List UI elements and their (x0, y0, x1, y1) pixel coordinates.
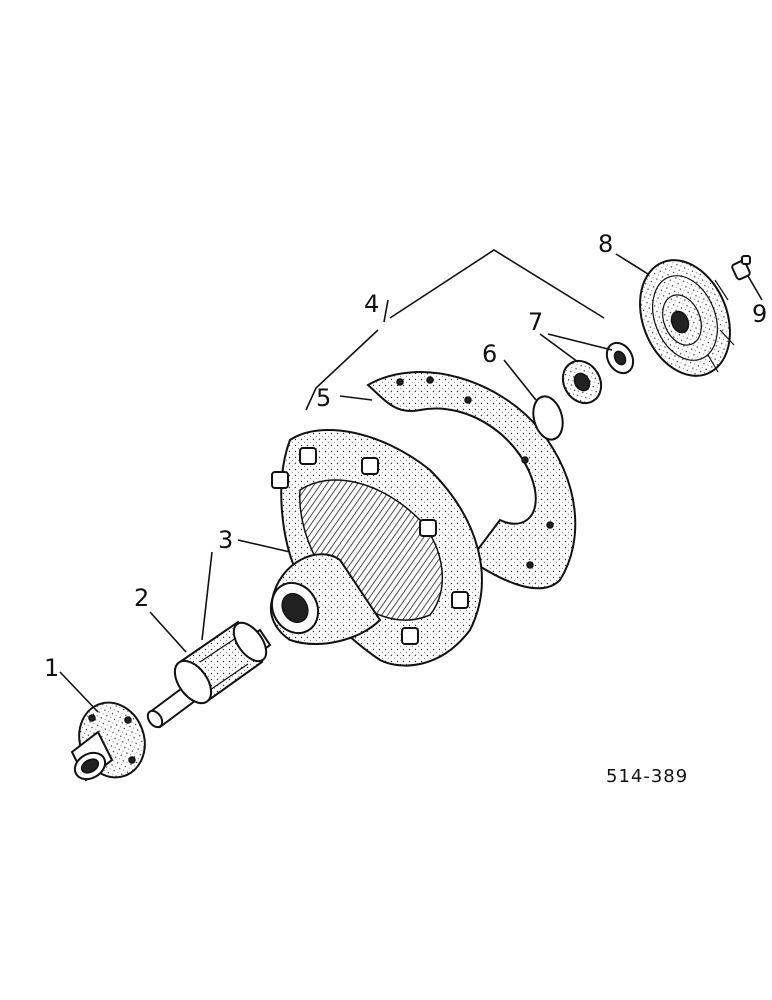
part-6-o-ring (532, 395, 564, 441)
part-3-pump-housing (270, 429, 483, 667)
leader-lines (59, 249, 763, 713)
part-5-gasket (366, 371, 577, 590)
callout-7: 7 (528, 308, 543, 336)
callout-5: 5 (316, 384, 331, 412)
callout-1: 1 (44, 654, 59, 682)
part-9-fitting (731, 255, 751, 281)
part-2-shaft-bearing (146, 620, 272, 729)
housing-bolts (271, 447, 469, 645)
callout-6: 6 (482, 340, 497, 368)
drawing-code: 514-389 (606, 766, 688, 787)
callout-2: 2 (134, 584, 149, 612)
callout-8: 8 (598, 230, 613, 258)
callout-4: 4 (364, 290, 379, 318)
callout-9: 9 (752, 300, 767, 328)
part-7-seal-set (561, 341, 635, 405)
part-1-hub (70, 701, 146, 782)
part-8-impeller (639, 259, 735, 377)
callout-3: 3 (218, 526, 233, 554)
